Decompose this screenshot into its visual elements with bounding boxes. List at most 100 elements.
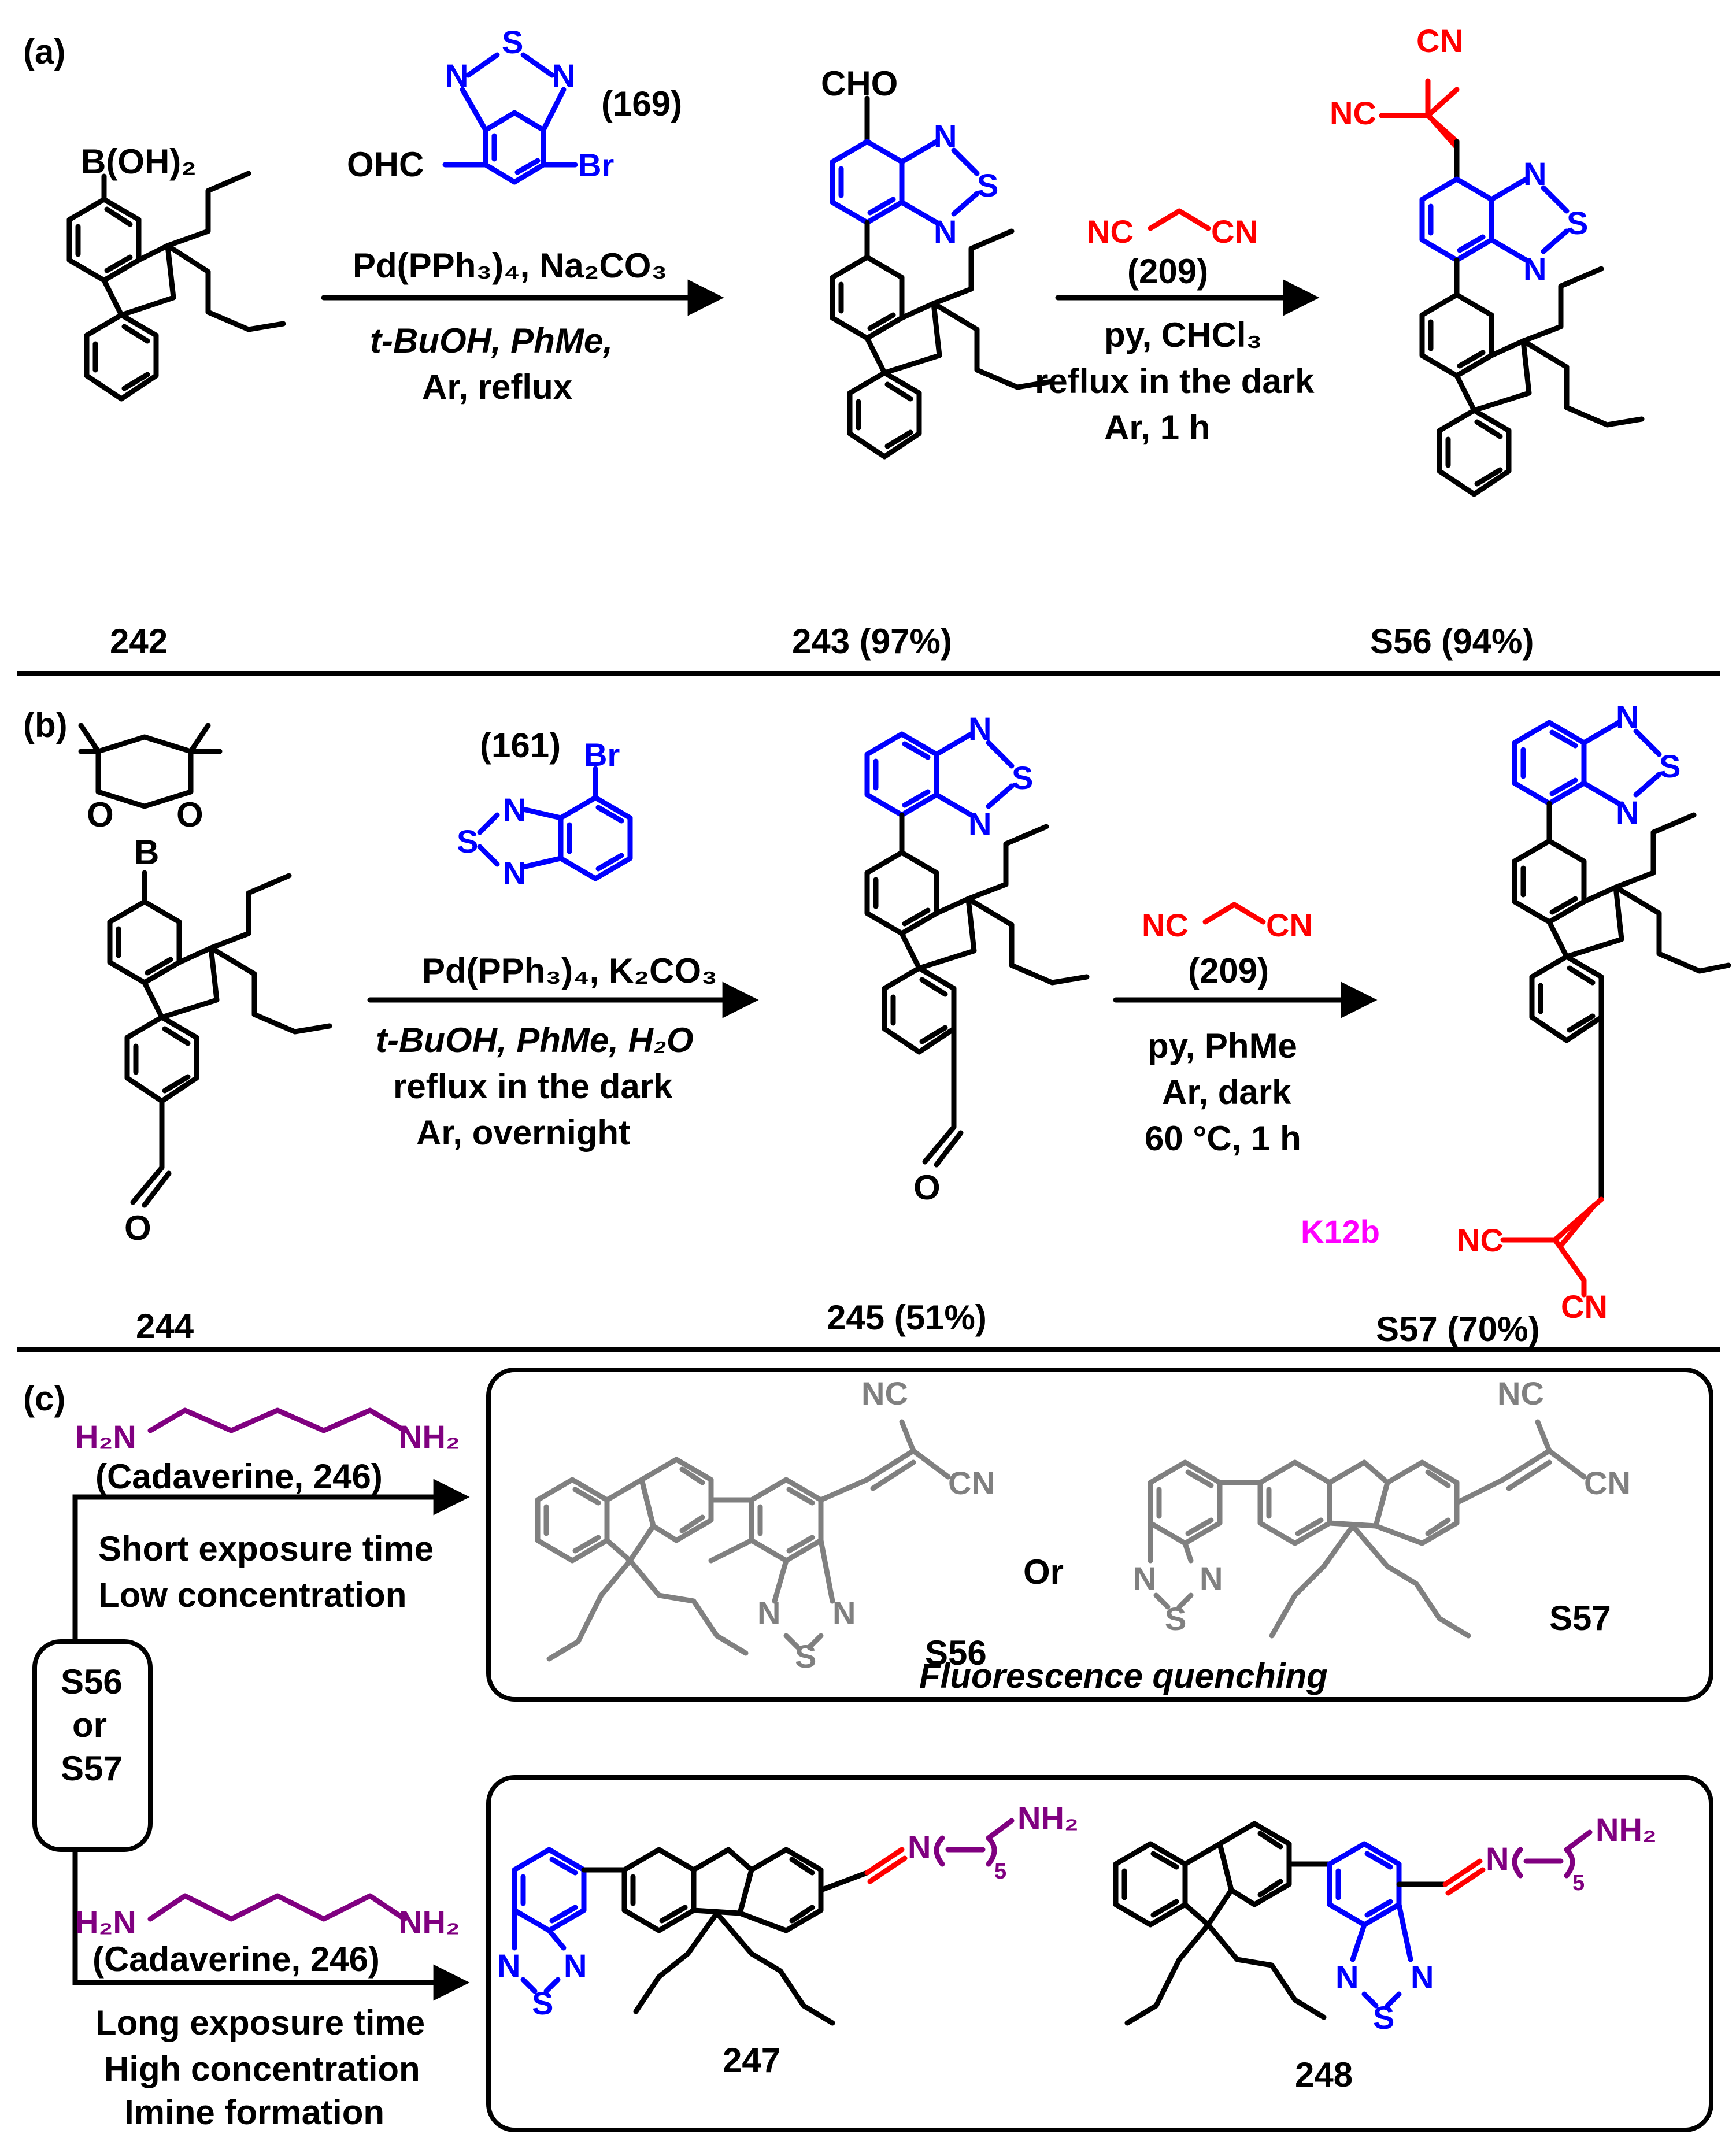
svg-text:N: N xyxy=(1133,1560,1156,1596)
compound-244-label: 244 xyxy=(136,1307,194,1346)
k12b-tag: K12b xyxy=(1301,1213,1380,1250)
cond-a2-line2: reflux in the dark xyxy=(1035,362,1315,401)
compound-s57: N S N NC CN xyxy=(1457,699,1731,1325)
compound-247-label: 247 xyxy=(723,2041,780,2080)
svg-text:N: N xyxy=(832,1595,856,1631)
svg-text:O: O xyxy=(176,795,203,834)
svg-text:N: N xyxy=(497,1947,520,1984)
svg-text:CN: CN xyxy=(1416,23,1463,59)
boronic-acid-label: B(OH)₂ xyxy=(81,142,197,181)
reagent-169-bromo: Br xyxy=(578,147,614,183)
svg-text:N: N xyxy=(552,57,575,94)
svg-text:NH₂: NH₂ xyxy=(1596,1811,1657,1848)
svg-text:B: B xyxy=(134,833,159,872)
svg-text:CN: CN xyxy=(1266,907,1313,943)
reagent-169-label: (169) xyxy=(601,84,682,123)
compound-s56: CN NC N S N xyxy=(1330,23,1645,497)
cond-b2-line2: Ar, dark xyxy=(1162,1073,1291,1112)
gray-s56: N S N NC CN xyxy=(535,1375,995,1674)
cond-b1-line2: t-BuOH, PhMe, H₂O xyxy=(376,1021,694,1059)
compound-245: N S N O xyxy=(864,710,1090,1207)
svg-text:S: S xyxy=(1012,760,1033,796)
svg-text:S: S xyxy=(795,1638,816,1674)
svg-text:O: O xyxy=(87,795,114,834)
compound-248-label: 248 xyxy=(1295,2055,1353,2094)
lower-reagent: (Cadaverine, 246) xyxy=(92,1940,380,1979)
reagent-209-label-b: (209) xyxy=(1188,951,1269,990)
svg-text:CN: CN xyxy=(1561,1288,1608,1325)
svg-text:N: N xyxy=(968,710,991,747)
svg-text:N: N xyxy=(503,855,526,891)
svg-text:CN: CN xyxy=(1584,1465,1631,1501)
svg-text:S: S xyxy=(1567,205,1588,241)
reagent-169-formyl: OHC xyxy=(347,145,424,184)
svg-text:N: N xyxy=(908,1829,931,1865)
cadaverine-lower: H₂N NH₂ xyxy=(75,1893,460,1940)
compound-242-label: 242 xyxy=(110,622,168,661)
panel-b-tag: (b) xyxy=(23,706,68,744)
svg-text:NC: NC xyxy=(861,1375,908,1411)
svg-text:S: S xyxy=(977,167,998,203)
svg-text:N: N xyxy=(445,57,468,94)
lower-product-box xyxy=(486,1775,1713,2132)
svg-text:O: O xyxy=(913,1168,941,1207)
compound-s57-label: S57 (70%) xyxy=(1376,1310,1539,1348)
arrow-c-lower xyxy=(72,1850,470,2001)
svg-text:N: N xyxy=(1486,1840,1509,1877)
svg-text:N: N xyxy=(1616,794,1639,831)
upper-cond2: Low concentration xyxy=(98,1576,406,1614)
upper-s57: S57 xyxy=(1549,1599,1611,1637)
panel-b: (b) O O B O 244 xyxy=(23,699,1731,1348)
svg-text:N: N xyxy=(1200,1560,1223,1596)
reagent-169: N S N OHC Br xyxy=(347,24,614,185)
svg-text:N: N xyxy=(934,213,957,250)
svg-text:N: N xyxy=(1411,1959,1434,1995)
cond-a1-line2: t-BuOH, PhMe, xyxy=(370,321,613,360)
svg-text:NC: NC xyxy=(1497,1375,1544,1411)
compound-242: B(OH)₂ xyxy=(66,142,286,402)
arrow-c-upper xyxy=(72,1479,470,1642)
svg-text:NH₂: NH₂ xyxy=(399,1904,460,1940)
svg-text:S: S xyxy=(457,823,478,859)
cadaverine-upper: H₂N NH₂ xyxy=(75,1407,460,1455)
svg-text:S: S xyxy=(1373,1999,1394,2036)
panel-a: (a) B(OH)₂ 242 xyxy=(23,23,1645,661)
cond-a2-line1: py, CHCl₃ xyxy=(1104,316,1262,354)
svg-text:N: N xyxy=(1335,1959,1359,1995)
svg-text:N: N xyxy=(1523,155,1546,192)
svg-text:5: 5 xyxy=(994,1859,1006,1884)
compound-248: N S N N 5 NH₂ xyxy=(1113,1811,1657,2036)
cond-a1-line3: Ar, reflux xyxy=(422,368,572,406)
lower-cond1: Long exposure time xyxy=(95,2003,425,2042)
compound-245-label: 245 (51%) xyxy=(827,1298,987,1337)
reagent-209-label-a: (209) xyxy=(1127,252,1208,291)
svg-text:NC: NC xyxy=(1330,95,1376,131)
compound-243: N S N xyxy=(830,95,1055,460)
panel-c-tag: (c) xyxy=(23,1379,65,1418)
svg-text:N: N xyxy=(934,118,957,154)
cond-a1-line1: Pd(PPh₃)₄, Na₂CO₃ xyxy=(353,246,667,285)
cond-b1-line3: reflux in the dark xyxy=(393,1067,673,1106)
svg-text:N: N xyxy=(1616,699,1639,735)
reagent-209-a: NC CN xyxy=(1087,208,1258,250)
svg-text:NH₂: NH₂ xyxy=(399,1418,460,1455)
svg-text:H₂N: H₂N xyxy=(75,1418,136,1455)
box-label-or: or xyxy=(72,1706,107,1744)
cond-b1-line4: Ar, overnight xyxy=(416,1113,630,1152)
panel-a-tag: (a) xyxy=(23,32,65,71)
svg-text:S: S xyxy=(1659,748,1681,784)
svg-text:S: S xyxy=(502,24,523,60)
svg-text:N: N xyxy=(1523,251,1546,287)
svg-text:N: N xyxy=(564,1947,587,1984)
compound-243-label: 243 (97%) xyxy=(792,622,952,661)
cond-b2-line1: py, PhMe xyxy=(1148,1027,1297,1065)
cond-b1-line1: Pd(PPh₃)₄, K₂CO₃ xyxy=(422,951,717,990)
svg-text:O: O xyxy=(124,1209,151,1247)
cond-b2-line3: 60 °C, 1 h xyxy=(1145,1119,1301,1158)
box-label-s57: S57 xyxy=(61,1749,123,1788)
upper-reagent: (Cadaverine, 246) xyxy=(95,1457,383,1496)
box-label-s56: S56 xyxy=(61,1662,123,1701)
upper-caption: Fluorescence quenching xyxy=(919,1657,1328,1695)
upper-or: Or xyxy=(1023,1553,1064,1591)
